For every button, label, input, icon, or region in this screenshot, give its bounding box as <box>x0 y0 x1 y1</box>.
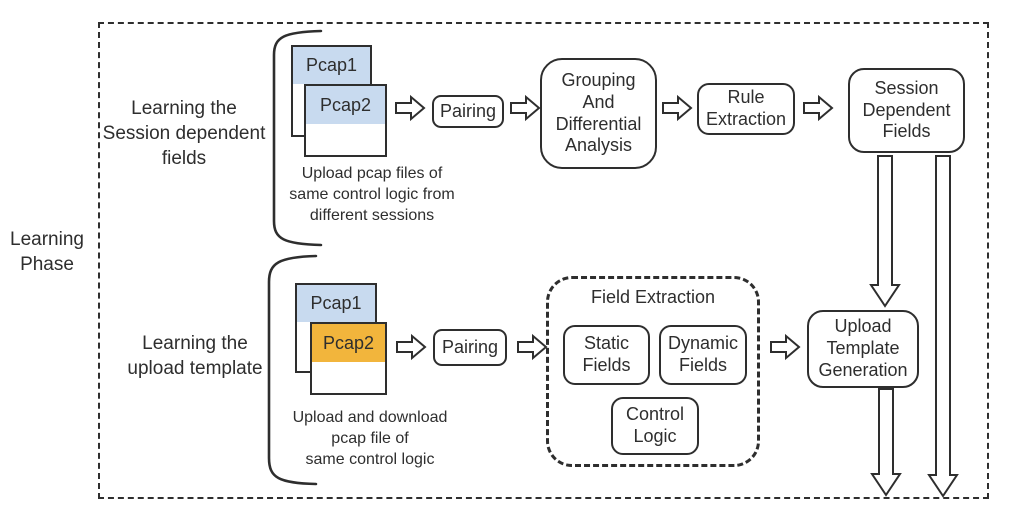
control-logic-box: Control Logic <box>611 397 699 455</box>
arrow-session-to-output-icon <box>927 155 959 498</box>
arrow-rule-to-session-icon <box>803 94 834 122</box>
dynamic-fields-label: Dynamic Fields <box>667 333 738 375</box>
bottom-branch-label: Learning the upload template <box>127 333 263 380</box>
bottom-pcap2-card: Pcap2 <box>310 322 387 395</box>
arrow-bottom-pcaps-to-pairing-icon <box>396 333 427 361</box>
upload-template-generation-box: Upload Template Generation <box>807 310 919 388</box>
bottom-pcap-caption: Upload and download pcap file of same co… <box>292 409 448 469</box>
learning-phase-frame <box>98 22 989 499</box>
bottom-pcap2-header: Pcap2 <box>312 324 385 362</box>
arrow-session-to-utg-icon <box>869 155 901 308</box>
rule-extraction-box: Rule Extraction <box>697 83 795 135</box>
bottom-group-bracket <box>267 254 318 486</box>
utg-label: Upload Template Generation <box>818 316 908 380</box>
top-branch-label: Learning the Session dependent fields <box>102 98 266 170</box>
arrow-top-pcaps-to-pairing-icon <box>395 94 426 122</box>
top-pcap1-label: Pcap1 <box>305 55 358 75</box>
pairing-box-bottom: Pairing <box>433 329 507 366</box>
pairing-box-top: Pairing <box>432 95 504 128</box>
top-pcap2-card: Pcap2 <box>304 84 387 157</box>
pairing-label-top: Pairing <box>439 100 497 121</box>
field-extraction-title: Field Extraction <box>590 287 716 307</box>
static-fields-label: Static Fields <box>582 333 631 375</box>
grouping-label: Grouping And Differential Analysis <box>555 69 642 156</box>
bottom-pcap1-label: Pcap1 <box>310 293 362 313</box>
top-pcap2-label: Pcap2 <box>319 94 372 115</box>
top-pcap2-header: Pcap2 <box>306 86 385 124</box>
top-pcap-caption: Upload pcap files of same control logic … <box>289 165 455 225</box>
bottom-pcap1-header: Pcap1 <box>297 285 375 322</box>
session-fields-label: Session Dependent Fields <box>862 77 951 142</box>
rule-extraction-label: Rule Extraction <box>705 87 787 129</box>
arrow-grouping-to-rule-icon <box>662 94 693 122</box>
static-fields-box: Static Fields <box>563 325 650 385</box>
pairing-label-bottom: Pairing <box>441 336 499 357</box>
control-logic-label: Control Logic <box>625 404 685 446</box>
arrow-field-extraction-to-utg-icon <box>770 333 801 361</box>
arrow-pairing-to-field-extraction-icon <box>517 333 548 361</box>
top-group-bracket <box>272 29 323 247</box>
top-pcap1-header: Pcap1 <box>293 47 370 84</box>
dynamic-fields-box: Dynamic Fields <box>659 325 747 385</box>
bottom-pcap2-label: Pcap2 <box>322 332 375 353</box>
field-extraction-container: Field Extraction Static Fields Dynamic F… <box>546 276 760 467</box>
grouping-differential-analysis-box: Grouping And Differential Analysis <box>540 58 657 169</box>
session-dependent-fields-box: Session Dependent Fields <box>848 68 965 153</box>
arrow-utg-to-output-icon <box>870 388 902 497</box>
phase-label: Learning Phase <box>10 229 84 276</box>
arrow-pairing-to-grouping-icon <box>510 94 541 122</box>
